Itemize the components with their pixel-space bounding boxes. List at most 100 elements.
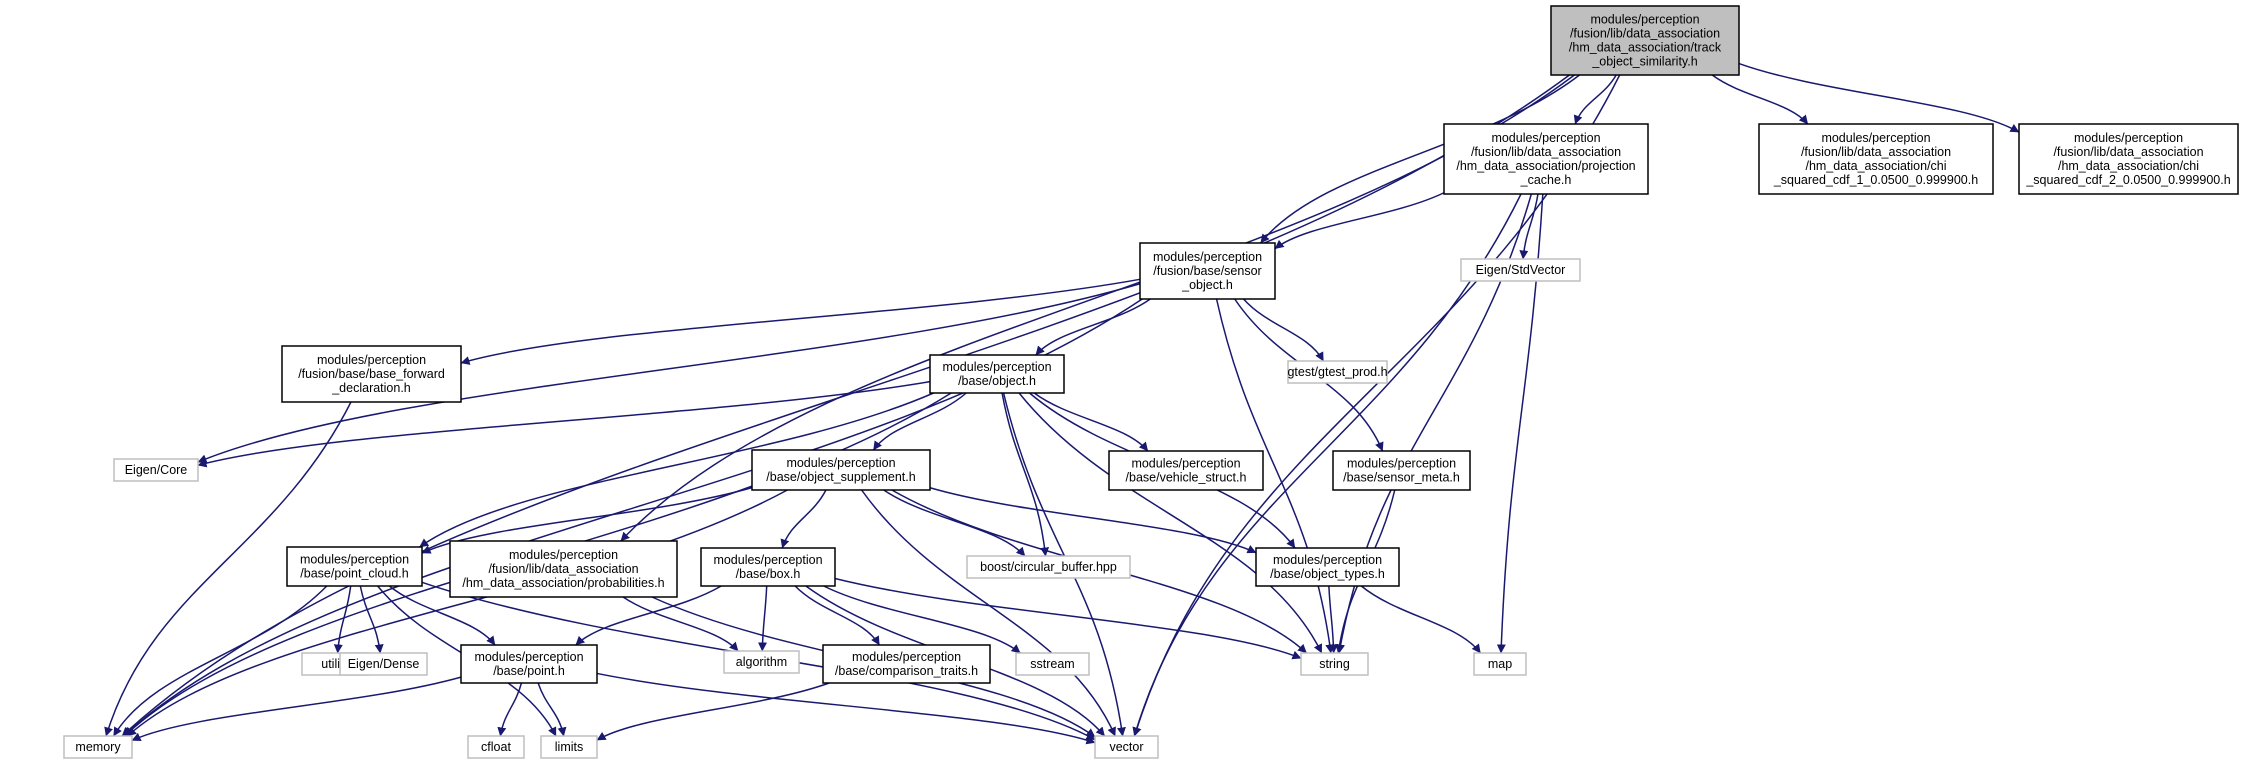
node-box	[281, 345, 462, 403]
node-projection-cache[interactable]: modules/perception/fusion/lib/data_assoc…	[1443, 123, 1649, 195]
edge-probabilities-to-algorithm	[622, 596, 739, 652]
edge-object_supplement-to-vector	[861, 489, 1116, 737]
node-eigen-core: Eigen/Core	[113, 458, 199, 482]
node-label-line: /base/object_supplement.h	[766, 470, 915, 484]
node-sensor-meta[interactable]: modules/perception/base/sensor_meta.h	[1332, 450, 1471, 491]
edge-object_h-to-point_cloud	[419, 392, 934, 548]
node-label-line: _declaration.h	[331, 381, 411, 395]
edge-sensor_object-to-string	[1215, 298, 1335, 654]
node-label-line: boost/circular_buffer.hpp	[980, 560, 1117, 574]
edge-point_h-to-cfloat	[497, 682, 523, 737]
node-base-forward[interactable]: modules/perception/fusion/base/base_forw…	[281, 345, 462, 403]
node-label-line: _cache.h	[1520, 173, 1572, 187]
edge-root-to-sensor_object	[1260, 74, 1580, 244]
node-label-line: /hm_data_association/chi	[2058, 159, 2199, 173]
node-limits: limits	[540, 735, 598, 759]
node-box	[540, 735, 598, 759]
edge-point_cloud-to-utility	[333, 585, 352, 654]
node-memory: memory	[63, 735, 133, 759]
edge-object_types-to-map	[1360, 585, 1482, 654]
node-label-line: gtest/gtest_prod.h	[1287, 365, 1387, 379]
edge-object_supplement-to-box_h	[780, 489, 827, 549]
node-sstream: sstream	[1015, 652, 1090, 676]
node-sensor-object[interactable]: modules/perception/fusion/base/sensor_ob…	[1139, 242, 1276, 300]
node-label-line: /base/sensor_meta.h	[1343, 471, 1460, 485]
node-box	[1443, 123, 1649, 195]
node-box	[1473, 652, 1527, 676]
node-label-line: modules/perception	[509, 548, 618, 562]
edge-base_forward-to-memory	[104, 401, 352, 737]
node-box	[339, 652, 428, 676]
node-eigen-stdvector: Eigen/StdVector	[1460, 258, 1581, 282]
node-vector: vector	[1094, 735, 1159, 759]
node-label-line: /hm_data_association/track	[1569, 41, 1722, 55]
node-label-line: modules/perception	[942, 360, 1051, 374]
node-label-line: /hm_data_association/chi	[1805, 159, 1946, 173]
node-box	[2018, 123, 2239, 195]
edge-point_cloud-to-point_h	[388, 585, 496, 646]
edge-sensor_object-to-eigen_core	[197, 283, 1141, 463]
node-label-line: _object.h	[1181, 278, 1233, 292]
node-label-line: /fusion/lib/data_association	[488, 562, 638, 576]
node-box-h[interactable]: modules/perception/base/box.h	[700, 547, 836, 587]
node-box	[1108, 450, 1264, 491]
node-comparison-traits[interactable]: modules/perception/base/comparison_trait…	[822, 644, 991, 684]
node-box	[1255, 547, 1400, 587]
edge-point_cloud-to-memory	[112, 585, 328, 737]
edge-object_h-to-circular_buffer	[1001, 392, 1050, 557]
node-box	[723, 650, 800, 674]
node-object-h[interactable]: modules/perception/base/object.h	[929, 354, 1065, 394]
node-label-line: modules/perception	[713, 553, 822, 567]
edge-box_h-to-string	[834, 577, 1302, 660]
edge-object_types-to-string	[1328, 585, 1338, 654]
edge-point_h-to-vector	[596, 672, 1096, 745]
edge-object_h-to-vehicle_struct	[1033, 392, 1149, 452]
edge-object_h-to-eigen_core	[197, 380, 931, 468]
node-chi1[interactable]: modules/perception/fusion/lib/data_assoc…	[1758, 123, 1994, 195]
edge-root-to-projection_cache	[1573, 74, 1617, 125]
node-label-line: modules/perception	[852, 650, 961, 664]
node-label-line: /base/point_cloud.h	[300, 567, 408, 581]
node-point-cloud[interactable]: modules/perception/base/point_cloud.h	[286, 546, 423, 587]
node-label-line: memory	[75, 740, 121, 754]
node-label-line: Eigen/Core	[125, 463, 188, 477]
edge-projection_cache-to-eigen_stdvector	[1519, 193, 1539, 260]
node-label-line: /fusion/lib/data_association	[1570, 27, 1720, 41]
node-probabilities[interactable]: modules/perception/fusion/lib/data_assoc…	[449, 540, 678, 598]
node-label-line: modules/perception	[1273, 553, 1382, 567]
node-box	[1139, 242, 1276, 300]
node-label-line: modules/perception	[317, 353, 426, 367]
edge-point_h-to-memory	[131, 676, 462, 742]
node-label-line: /fusion/lib/data_association	[1801, 145, 1951, 159]
node-point-h[interactable]: modules/perception/base/point.h	[460, 644, 598, 684]
node-algorithm: algorithm	[723, 650, 800, 674]
edge-root-to-chi2	[1738, 62, 2020, 133]
node-label-line: /base/point.h	[493, 664, 565, 678]
node-label-line: /hm_data_association/probabilities.h	[462, 576, 664, 590]
node-label-line: vector	[1109, 740, 1143, 754]
node-object-types[interactable]: modules/perception/base/object_types.h	[1255, 547, 1400, 587]
node-box	[929, 354, 1065, 394]
edge-sensor_object-to-object_h	[1035, 298, 1151, 356]
node-box	[822, 644, 991, 684]
node-label-line: modules/perception	[1153, 250, 1262, 264]
node-root[interactable]: modules/perception/fusion/lib/data_assoc…	[1550, 5, 1740, 76]
node-label-line: modules/perception	[786, 456, 895, 470]
node-box	[63, 735, 133, 759]
node-label-line: /base/vehicle_struct.h	[1126, 471, 1247, 485]
node-vehicle-struct[interactable]: modules/perception/base/vehicle_struct.h	[1108, 450, 1264, 491]
node-label-line: cfloat	[481, 740, 511, 754]
node-object-supplement[interactable]: modules/perception/base/object_supplemen…	[751, 449, 931, 491]
node-chi2[interactable]: modules/perception/fusion/lib/data_assoc…	[2018, 123, 2239, 195]
node-label-line: modules/perception	[1821, 131, 1930, 145]
edge-box_h-to-sstream	[823, 585, 1021, 654]
node-gtest-prod: gtest/gtest_prod.h	[1287, 360, 1388, 384]
edge-object_h-to-string	[1018, 392, 1323, 654]
node-map: map	[1473, 652, 1527, 676]
node-box	[966, 555, 1131, 579]
edge-root-to-chi1	[1711, 74, 1809, 125]
node-box	[1094, 735, 1159, 759]
node-box	[751, 449, 931, 491]
node-box	[1460, 258, 1581, 282]
